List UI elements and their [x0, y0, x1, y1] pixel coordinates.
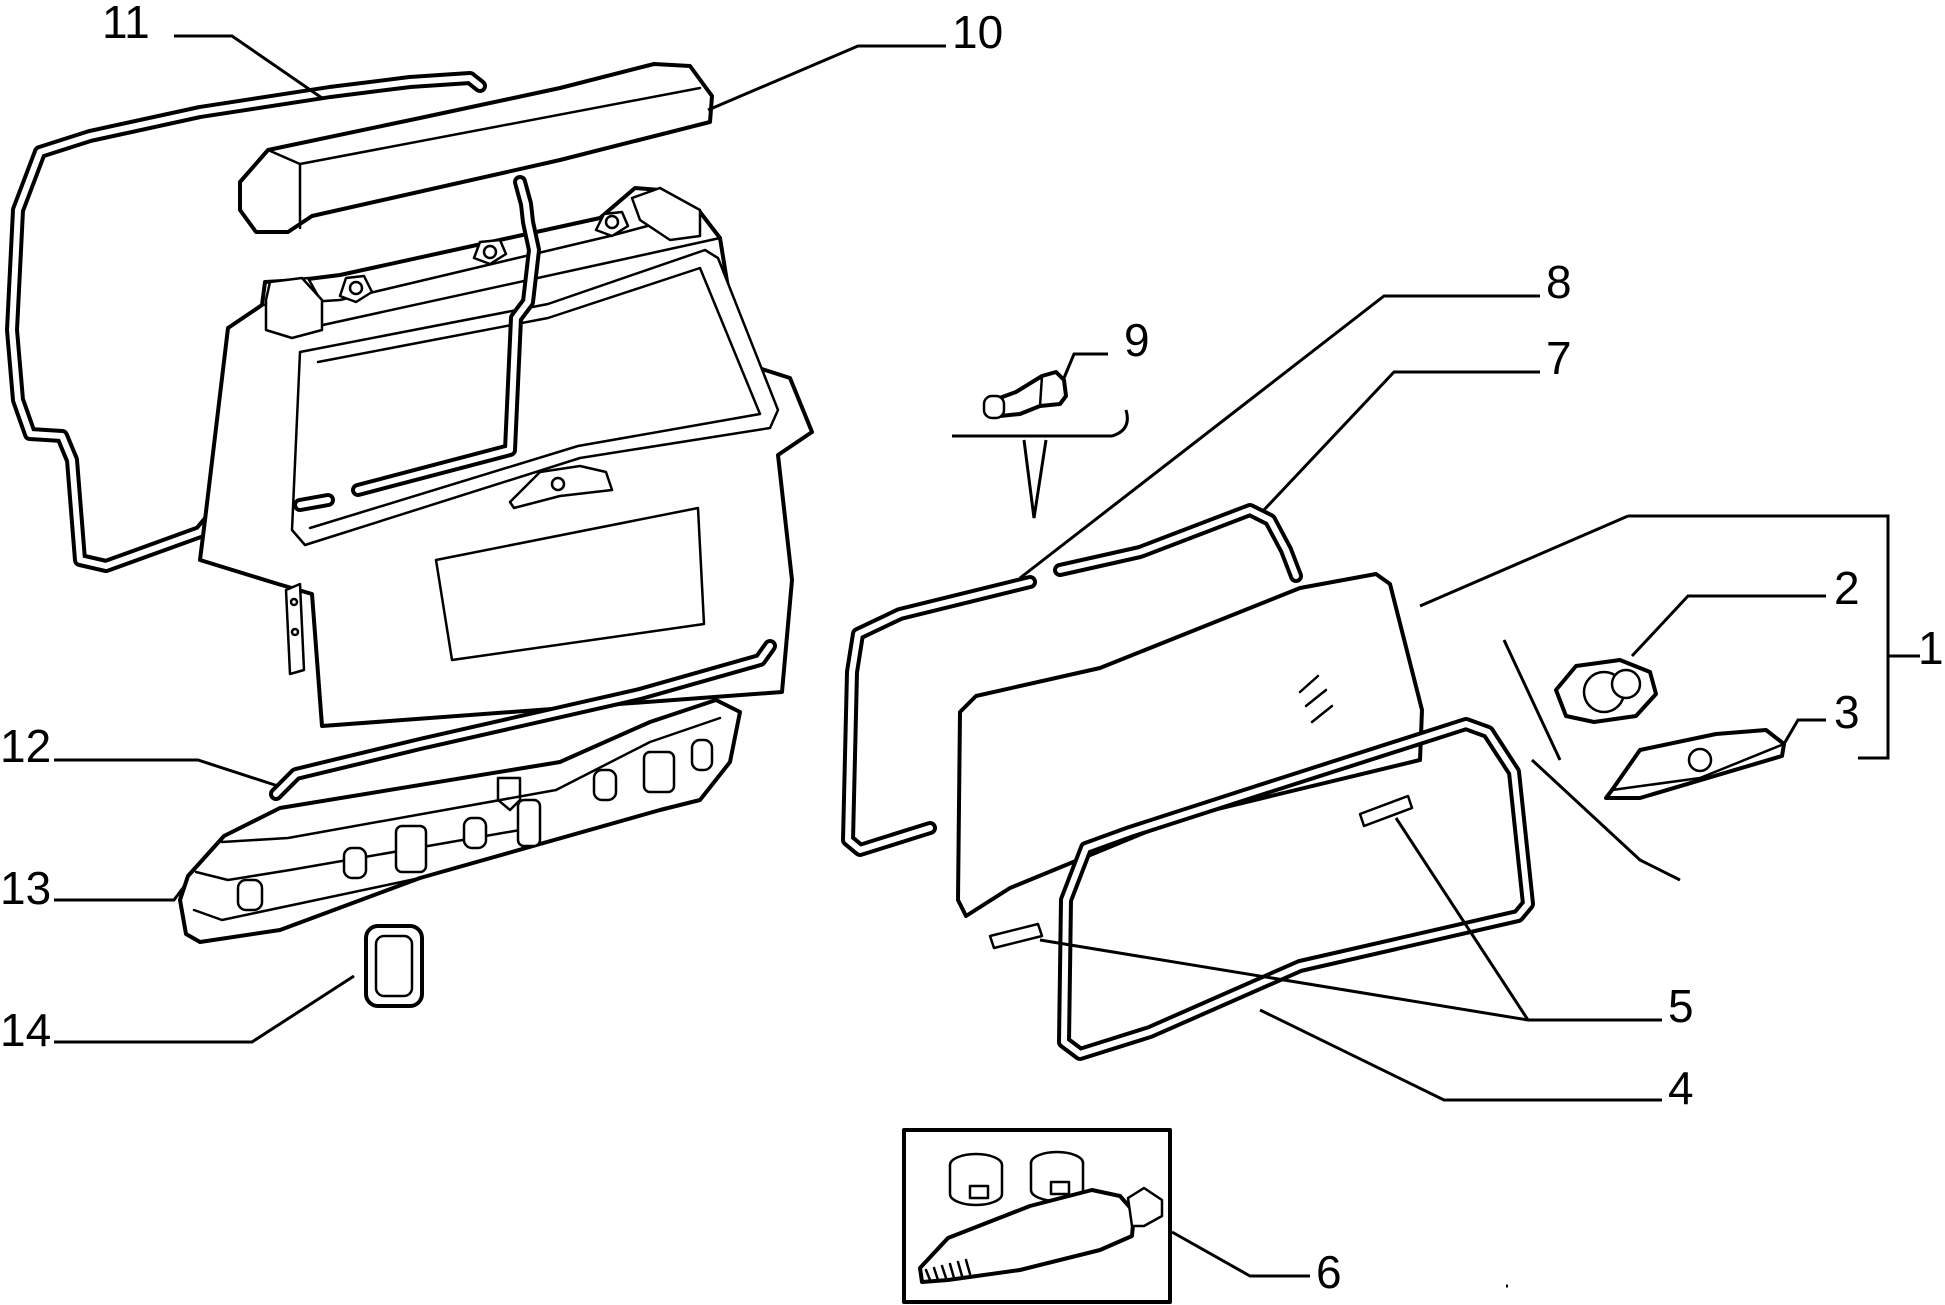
part-6-adhesive-kit: [902, 1128, 1172, 1304]
callout-3: 3: [1834, 686, 1860, 738]
leader-9-arrow: [1022, 439, 1048, 519]
part-4-glass-frame-seal: [1057, 717, 1535, 1061]
leader-14: [54, 974, 355, 1044]
leader-lines: [54, 34, 1920, 1288]
callout-2: 2: [1834, 562, 1860, 614]
tailgate-body: [198, 175, 814, 728]
leader-2: [1630, 594, 1826, 658]
callout-4: 4: [1668, 1062, 1694, 1114]
part-8-window-outer-seal: [841, 575, 1037, 857]
leader-8: [1019, 294, 1540, 580]
callout-12: 12: [0, 720, 51, 772]
callout-8: 8: [1546, 256, 1572, 308]
part-13-inner-trim-panel: [178, 698, 742, 944]
callout-6: 6: [1316, 1246, 1342, 1298]
part-7-window-upper-seal: [1053, 503, 1303, 583]
leader-4: [1259, 1008, 1662, 1102]
callout-14: 14: [0, 1004, 51, 1056]
callout-7: 7: [1546, 332, 1572, 384]
part-1-rear-glass: [956, 572, 1424, 918]
leader-12: [54, 758, 279, 788]
callout-1: 1: [1918, 622, 1944, 674]
callout-5: 5: [1668, 980, 1694, 1032]
leader-10: [707, 44, 946, 112]
leader-6: [1171, 1230, 1310, 1278]
leader-1: [1419, 514, 1920, 1288]
leader-13: [54, 883, 188, 902]
part-12-lower-seal-strip: [269, 639, 777, 801]
callout-11: 11: [102, 0, 150, 48]
leader-9: [1062, 352, 1108, 379]
callout-10: 10: [952, 6, 1003, 58]
callout-9: 9: [1124, 314, 1150, 366]
part-3-hinge-bracket: [1604, 728, 1786, 800]
part-2-grommet: [1554, 658, 1658, 724]
callout-13: 13: [0, 862, 51, 914]
leader-3: [1782, 718, 1826, 745]
leader-5: [1039, 817, 1662, 1022]
leader-9-bracket: [952, 409, 1129, 438]
part-9-stud: [982, 370, 1068, 420]
part-11-tailgate-seal: [5, 71, 487, 573]
part-14-cover-cap: [364, 924, 424, 1008]
leader-glass-hinge: [1502, 639, 1681, 882]
leader-7: [1260, 370, 1540, 514]
part-5-spacer-blocks: [988, 794, 1414, 950]
leader-11: [174, 34, 323, 100]
